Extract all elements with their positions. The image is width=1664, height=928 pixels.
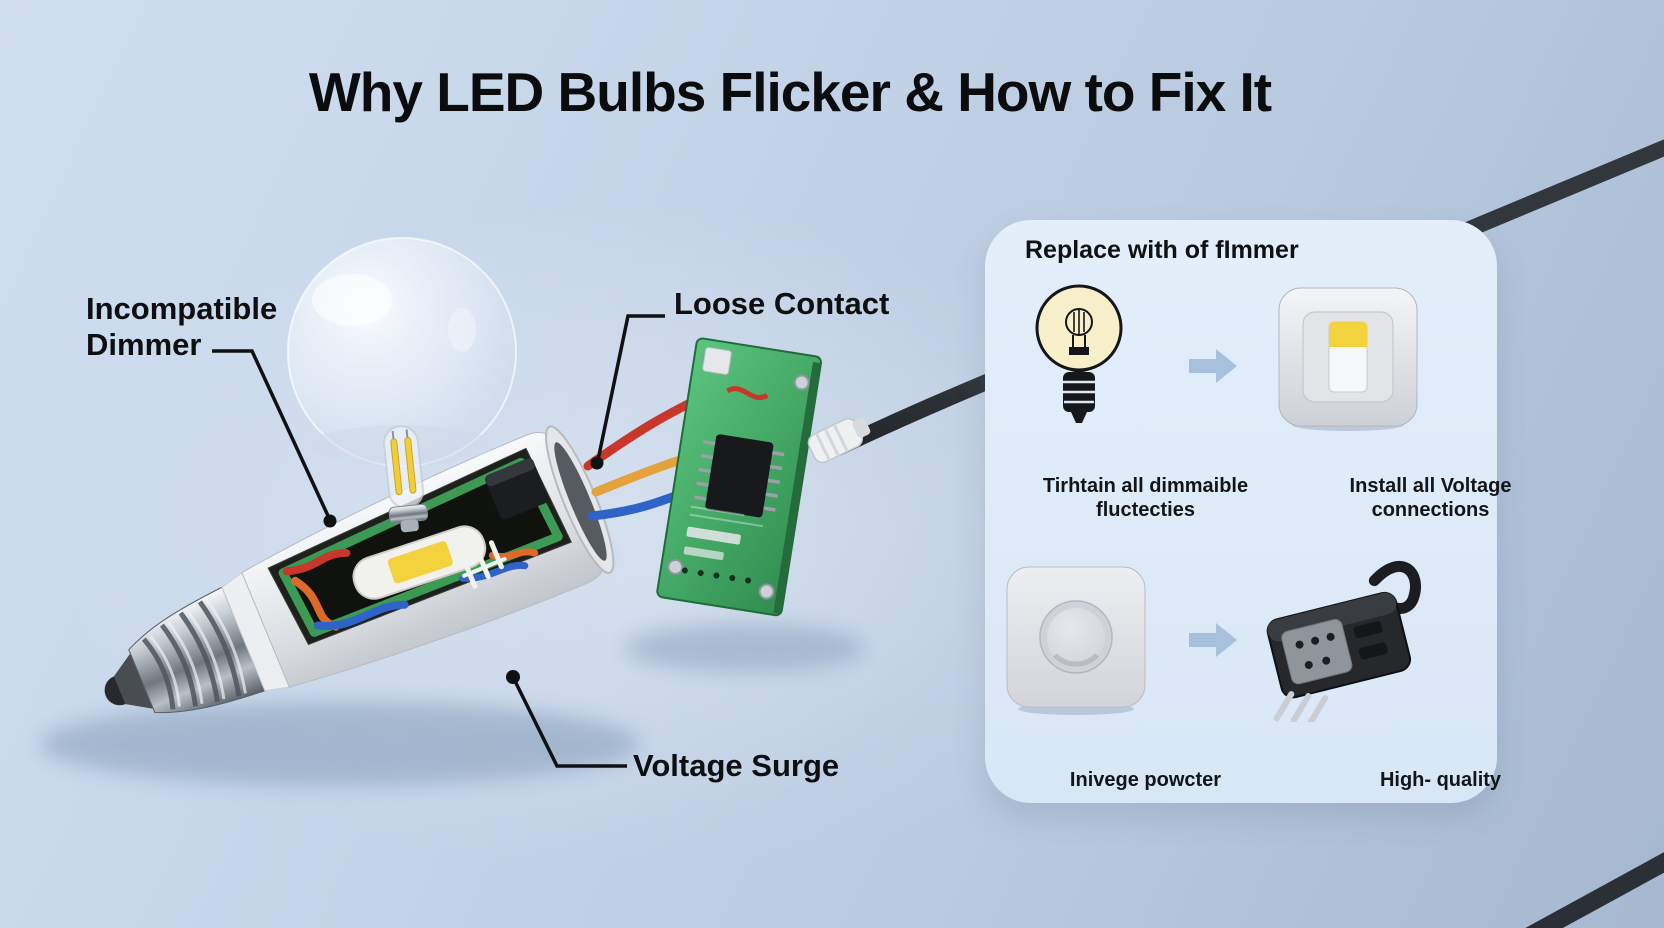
cable-connector [807, 418, 871, 464]
dot-incompatible-dimmer [323, 514, 337, 528]
dimmer-knob [1047, 608, 1105, 666]
callout-loose-contact: Loose Contact [674, 286, 890, 321]
caption-line: connections [1371, 499, 1490, 521]
capacitor [352, 525, 487, 600]
caption-power-adapter: High- quality [1318, 768, 1563, 792]
caption-wall-switch: Install all Voltage connections [1308, 474, 1553, 522]
power-adapter-icon [1266, 561, 1421, 722]
leader-incompatible-dimmer [212, 349, 331, 519]
dot-voltage-surge [506, 670, 520, 684]
ic-chip [705, 434, 774, 518]
leader-voltage-surge [511, 676, 627, 768]
dimmer-button-icon [1006, 566, 1146, 715]
caption-dimmer-button: Inivege powcter [1023, 768, 1268, 792]
icon-screw-base [1063, 372, 1095, 423]
caption-dimmable-bulb: Tirhtain all dimmaible fluctecties [1023, 474, 1268, 522]
caption-line: Tirhtain all dimmaible [1042, 475, 1249, 497]
cable-bottom-right-segment [1525, 852, 1664, 928]
arrow-right-icon [1189, 349, 1237, 383]
dimmable-led-bulb-icon [1035, 284, 1123, 423]
arrow-right-icon [1189, 623, 1237, 657]
wall-switch-icon [1278, 287, 1418, 431]
caption-line: Install all Voltage [1349, 475, 1512, 497]
control-board [656, 337, 823, 617]
caption-line: fluctecties [1096, 499, 1195, 521]
adapter-socket-holes [1295, 632, 1335, 669]
header-pins [462, 540, 507, 589]
fixes-panel: Replace with of fImmer [985, 220, 1511, 803]
callout-line: Dimmer [86, 327, 202, 362]
adapter-pins [1273, 691, 1329, 722]
panel-heading: Replace with of fImmer [1025, 236, 1299, 264]
caption-line: High- quality [1379, 769, 1502, 791]
board-connector-block [702, 347, 732, 375]
caption-line: Inivege powcter [1069, 769, 1222, 791]
callout-line: Incompatible [86, 291, 278, 326]
page-title: Why LED Bulbs Flicker & How to Fix It [308, 61, 1272, 123]
leader-loose-contact [596, 314, 665, 461]
led-bulb-body [104, 425, 615, 714]
led-filament-capsule [382, 425, 429, 533]
screw-base [128, 586, 266, 714]
driver-components [267, 447, 572, 646]
callout-voltage-surge: Voltage Surge [633, 748, 840, 783]
filament-detail [1065, 308, 1093, 355]
callout-dots [323, 456, 604, 684]
cable-top-right-segment [1440, 139, 1664, 246]
leader-lines [212, 314, 665, 768]
callout-incompatible-dimmer: Incompatible Dimmer [86, 291, 277, 363]
dot-loose-contact [590, 456, 604, 470]
